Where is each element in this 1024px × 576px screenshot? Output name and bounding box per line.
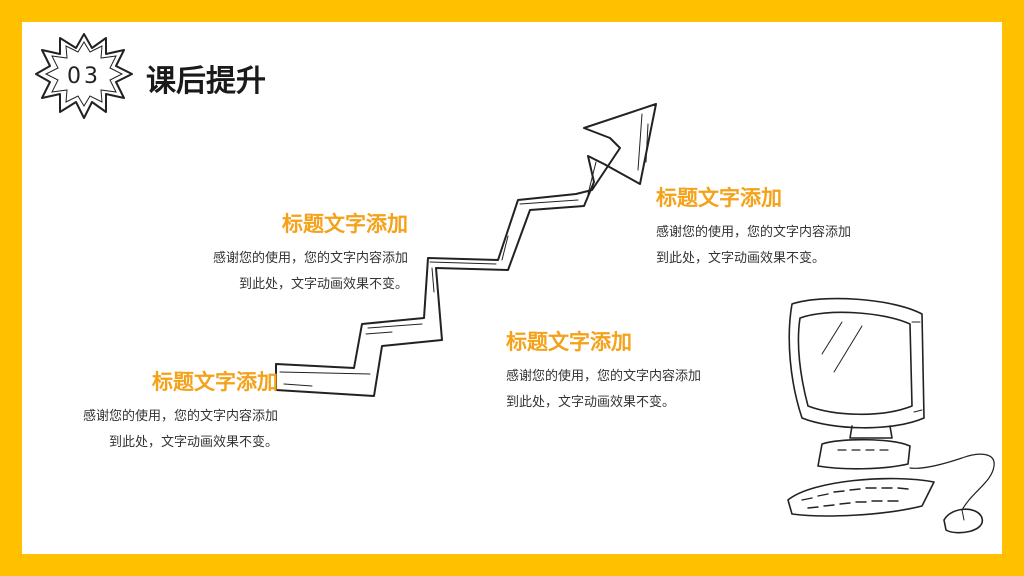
block-title: 标题文字添加 xyxy=(282,212,408,236)
text-block-2: 标题文字添加 感谢您的使用，您的文字内容添加 到此处，文字动画效果不变。 xyxy=(83,366,278,456)
stair-arrow-icon xyxy=(275,103,657,397)
block-line: 到此处，文字动画效果不变。 xyxy=(506,395,676,410)
starburst-badge-icon xyxy=(35,33,133,119)
computer-icon xyxy=(787,297,995,534)
text-block-1: 标题文字添加 感谢您的使用，您的文字内容添加 到此处，文字动画效果不变。 xyxy=(213,208,408,298)
block-line: 感谢您的使用，您的文字内容添加 xyxy=(82,409,278,424)
slide: 03 课后提升 标题文字添加 xyxy=(22,22,1002,554)
block-title: 标题文字添加 xyxy=(152,370,278,394)
illustration xyxy=(275,103,995,534)
section-number: 03 xyxy=(67,63,101,89)
block-line: 到此处，文字动画效果不变。 xyxy=(238,277,408,292)
text-block-4: 标题文字添加 感谢您的使用，您的文字内容添加 到此处，文字动画效果不变。 xyxy=(656,182,851,272)
block-line: 到此处，文字动画效果不变。 xyxy=(108,435,278,450)
block-line: 感谢您的使用，您的文字内容添加 xyxy=(656,225,852,240)
block-line: 感谢您的使用，您的文字内容添加 xyxy=(506,369,702,384)
block-line: 到此处，文字动画效果不变。 xyxy=(656,251,826,266)
page-title: 课后提升 xyxy=(146,64,266,99)
block-line: 感谢您的使用，您的文字内容添加 xyxy=(212,251,408,266)
block-title: 标题文字添加 xyxy=(656,186,782,210)
section-badge: 03 xyxy=(34,30,134,122)
text-block-3: 标题文字添加 感谢您的使用，您的文字内容添加 到此处，文字动画效果不变。 xyxy=(506,326,701,416)
block-title: 标题文字添加 xyxy=(506,330,632,354)
